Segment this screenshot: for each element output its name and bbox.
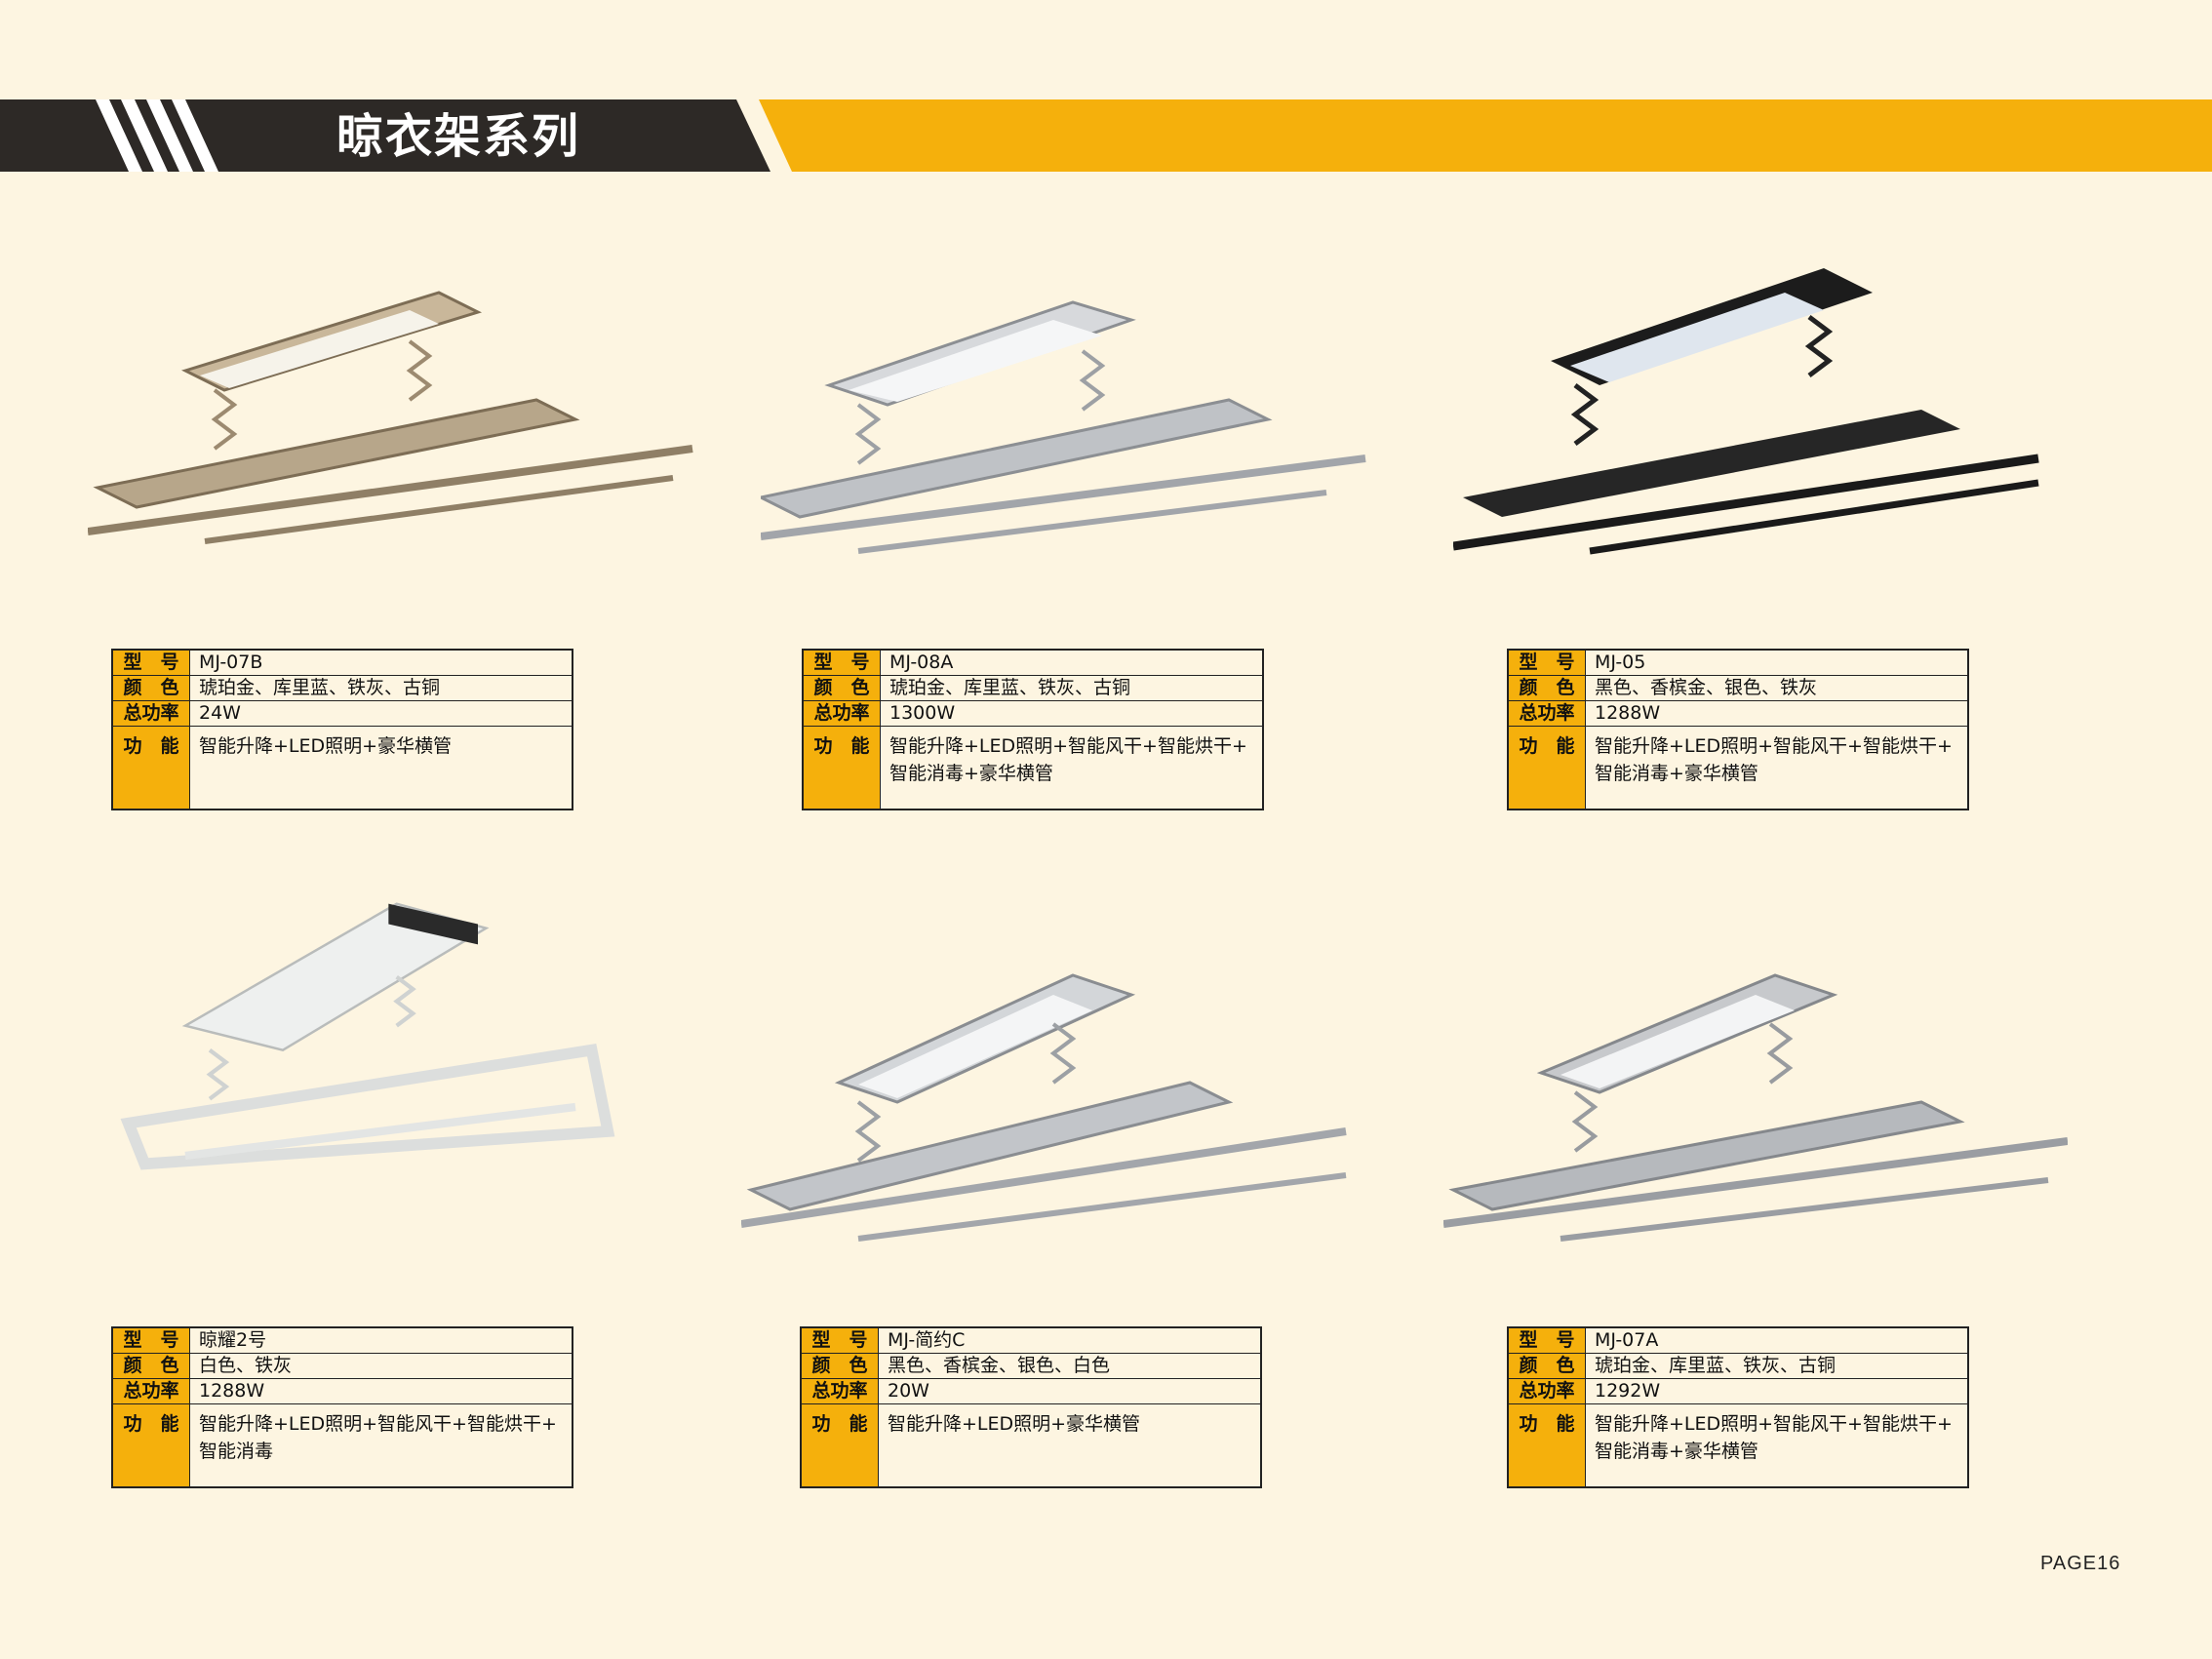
model-label: 型 号 [1507,649,1586,676]
function-line-1: 智能升降+LED照明+智能风干+智能烘干+ [889,735,1247,757]
function-line-2: 智能消毒+豪华横管 [1595,763,1758,784]
function-value: 智能升降+LED照明+智能风干+智能烘干+ 智能消毒+豪华横管 [880,726,1264,810]
model-label: 型 号 [111,649,190,676]
power-label: 总功率 [802,700,881,727]
function-value: 智能升降+LED照明+智能风干+智能烘干+ 智能消毒 [189,1403,573,1488]
power-label: 总功率 [800,1378,879,1404]
function-line-2: 智能消毒+豪华横管 [889,763,1053,784]
function-line-1: 智能升降+LED照明+豪华横管 [199,735,453,757]
model-value: MJ-07A [1585,1326,1969,1354]
product-image-mj-08a [756,293,1385,585]
color-value: 琥珀金、库里蓝、铁灰、古铜 [1585,1353,1969,1379]
function-value: 智能升降+LED照明+智能风干+智能烘干+ 智能消毒+豪华横管 [1585,726,1969,810]
model-label: 型 号 [800,1326,879,1354]
power-label: 总功率 [111,700,190,727]
model-value: MJ-简约C [878,1326,1262,1354]
function-label: 功 能 [802,726,881,810]
color-value: 琥珀金、库里蓝、铁灰、古铜 [880,675,1264,701]
product-image-liangyao-2 [68,888,692,1180]
function-line-1: 智能升降+LED照明+智能风干+智能烘干+ [199,1413,557,1435]
page-number: PAGE16 [2040,1553,2121,1574]
color-label: 颜 色 [1507,1353,1586,1379]
model-value: MJ-05 [1585,649,1969,676]
function-label: 功 能 [111,1403,190,1488]
power-label: 总功率 [111,1378,190,1404]
color-value: 黑色、香槟金、银色、铁灰 [1585,675,1969,701]
function-line-2: 智能消毒+豪华横管 [1595,1441,1758,1462]
power-label: 总功率 [1507,700,1586,727]
power-value: 1288W [1585,700,1969,727]
color-value: 琥珀金、库里蓝、铁灰、古铜 [189,675,573,701]
function-label: 功 能 [800,1403,879,1488]
color-label: 颜 色 [802,675,881,701]
model-label: 型 号 [111,1326,190,1354]
function-value: 智能升降+LED照明+豪华横管 [878,1403,1262,1488]
power-value: 1292W [1585,1378,1969,1404]
product-image-mj-05 [1452,263,2077,556]
model-label: 型 号 [1507,1326,1586,1354]
header-band [0,99,2212,172]
color-label: 颜 色 [111,675,190,701]
power-value: 1288W [189,1378,573,1404]
function-label: 功 能 [1507,1403,1586,1488]
power-value: 24W [189,700,573,727]
model-value: MJ-08A [880,649,1264,676]
power-label: 总功率 [1507,1378,1586,1404]
product-image-mj-07b [87,283,712,575]
product-image-mj-jianyue-c [740,966,1365,1258]
power-value: 1300W [880,700,1264,727]
power-value: 20W [878,1378,1262,1404]
model-label: 型 号 [802,649,881,676]
function-value: 智能升降+LED照明+智能风干+智能烘干+ 智能消毒+豪华横管 [1585,1403,1969,1488]
function-line-1: 智能升降+LED照明+智能风干+智能烘干+ [1595,1413,1953,1435]
function-label: 功 能 [111,726,190,810]
color-value: 黑色、香槟金、银色、白色 [878,1353,1262,1379]
page-title: 晾衣架系列 [336,109,581,164]
color-label: 颜 色 [800,1353,879,1379]
function-label: 功 能 [1507,726,1586,810]
function-value: 智能升降+LED照明+豪华横管 [189,726,573,810]
color-value: 白色、铁灰 [189,1353,573,1379]
model-value: 晾耀2号 [189,1326,573,1354]
function-line-1: 智能升降+LED照明+豪华横管 [888,1413,1141,1435]
model-value: MJ-07B [189,649,573,676]
function-line-1: 智能升降+LED照明+智能风干+智能烘干+ [1595,735,1953,757]
function-line-2: 智能消毒 [199,1441,274,1462]
product-image-mj-07a [1442,966,2069,1258]
color-label: 颜 色 [111,1353,190,1379]
color-label: 颜 色 [1507,675,1586,701]
